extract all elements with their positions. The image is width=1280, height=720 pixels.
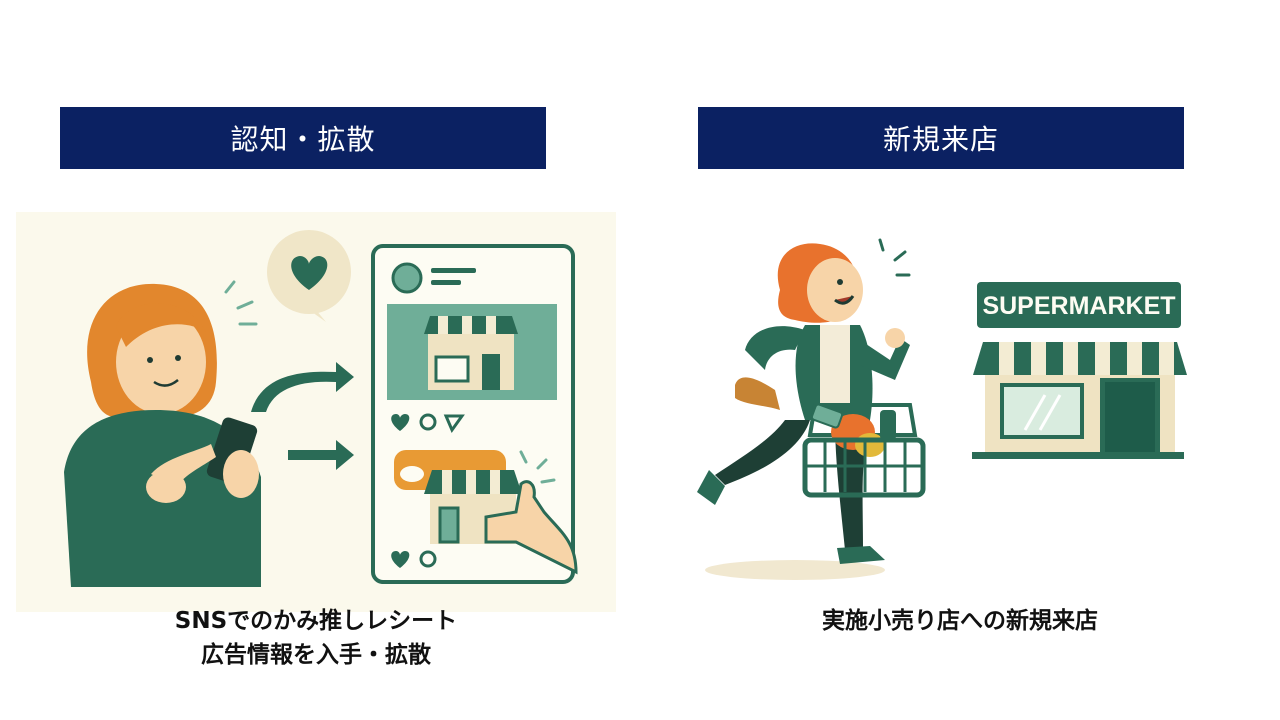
- sparkle-icon: [519, 450, 556, 484]
- new-visit-illustration: SUPERMARKET: [697, 238, 1187, 580]
- awareness-caption-line1: SNSでのかみ推しレシート: [174, 608, 458, 634]
- new-visit-caption: 実施小売り店への新規来店: [760, 604, 1160, 638]
- sparkle-icon: [878, 238, 911, 277]
- heart-bubble-icon: [267, 230, 351, 322]
- heading-awareness: 認知・拡散: [60, 107, 546, 169]
- new-visit-caption-text: 実施小売り店への新規来店: [822, 608, 1098, 634]
- heading-new-visit: 新規来店: [698, 107, 1184, 169]
- reaction-icons: [391, 550, 437, 568]
- awareness-caption: SNSでのかみ推しレシート 広告情報を入手・拡散: [96, 604, 536, 672]
- running-woman-figure: [697, 243, 910, 564]
- shopping-basket-icon: [802, 403, 926, 498]
- heading-new-visit-text: 新規来店: [882, 123, 999, 156]
- storefront-icon: [424, 316, 518, 390]
- reaction-icons: [391, 413, 465, 434]
- supermarket-storefront-icon: SUPERMARKET: [972, 282, 1187, 459]
- heading-awareness-text: 認知・拡散: [230, 123, 376, 156]
- arrow-icons: [251, 362, 354, 470]
- woman-figure: [64, 283, 261, 587]
- thumbs-up-icon: [484, 480, 578, 575]
- sns-sharing-illustration: [16, 212, 616, 612]
- store-sign-text: SUPERMARKET: [982, 292, 1175, 320]
- sns-feed-phone: [371, 244, 578, 584]
- sparkle-icon: [224, 280, 258, 326]
- awareness-caption-line2: 広告情報を入手・拡散: [201, 642, 431, 668]
